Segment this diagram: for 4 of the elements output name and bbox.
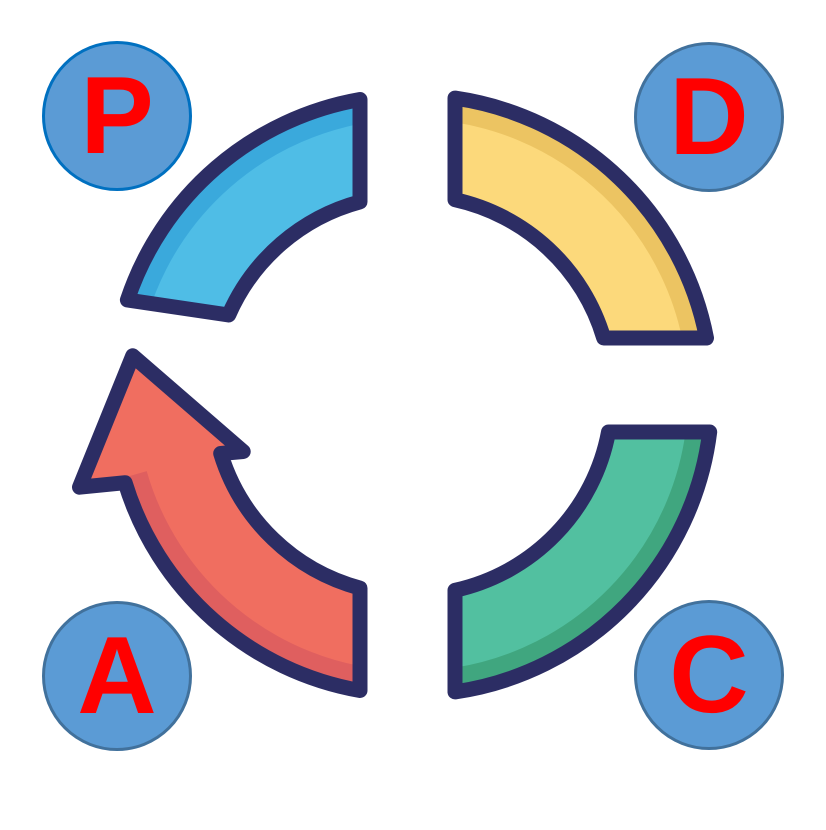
- step-letter: A: [77, 621, 157, 731]
- step-letter: D: [669, 62, 749, 172]
- step-letter: C: [669, 620, 749, 730]
- step-letter: P: [80, 61, 154, 171]
